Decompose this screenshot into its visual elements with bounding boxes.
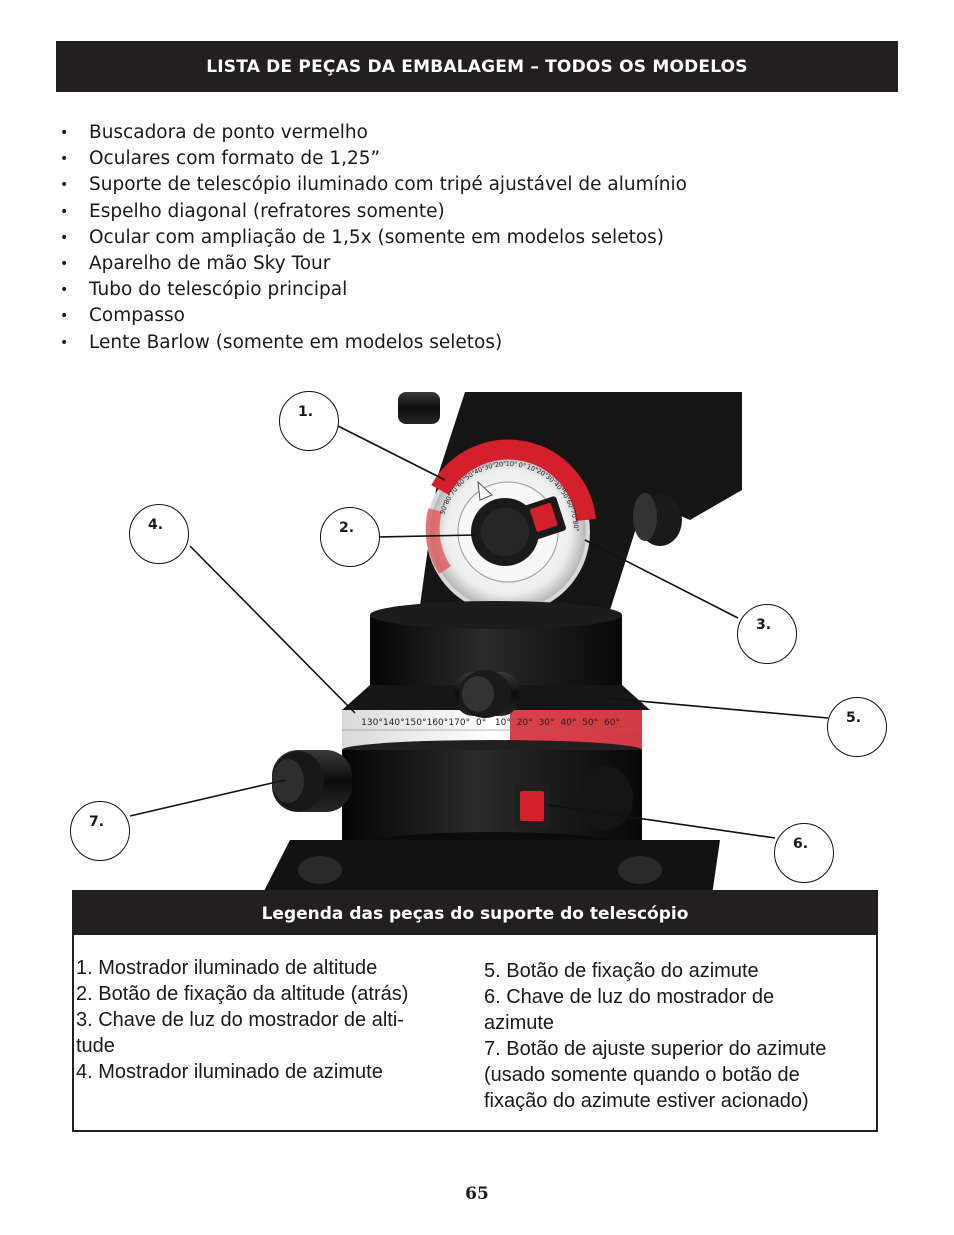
altitude-dial-label: 60°: [564, 498, 576, 512]
side-knob: [633, 493, 682, 546]
list-item-label: Ocular com ampliação de 1,5x (somente em…: [89, 226, 665, 248]
leader-lines: [129, 425, 829, 839]
list-item-label: Tubo do telescópio principal: [89, 279, 348, 301]
list-item: • Buscadora de ponto vermelho: [60, 120, 687, 146]
section-header: LISTA DE PEÇAS DA EMBALAGEM – TODOS OS M…: [56, 41, 898, 92]
telescope-mount-illustration: 130°140°150°160°170°0°10°20°30°40°50°60°…: [129, 392, 829, 895]
bullet: •: [60, 334, 69, 351]
bullet: •: [60, 308, 69, 325]
list-item-label: Lente Barlow (somente em modelos seletos…: [89, 331, 503, 353]
azimuth-dial-label: 10°: [495, 718, 511, 728]
altitude-dial-label: 80°: [571, 520, 580, 532]
list-item: • Ocular com ampliação de 1,5x (somente e…: [60, 225, 687, 251]
bullet: •: [60, 151, 69, 168]
legend-item: 2. Botão de fixação da altitude (atrás): [76, 983, 409, 1005]
altitude-dial-label: 10°: [526, 463, 540, 475]
callout-3: 3.: [737, 604, 797, 664]
tripod-head: [262, 840, 720, 895]
callout-6: 6.: [774, 823, 834, 883]
list-item-label: Suporte de telescópio iluminado com trip…: [89, 174, 687, 196]
altitude-dial-label: 90°: [438, 502, 449, 516]
section-title: LISTA DE PEÇAS DA EMBALAGEM – TODOS OS M…: [206, 56, 748, 77]
azimuth-dial-label: 170°: [448, 718, 470, 728]
list-item: • Tubo do telescópio principal: [60, 277, 687, 303]
azimuth-lock-knob: [455, 670, 519, 718]
azimuth-dial-label: 30°: [539, 718, 555, 728]
page-number: 65: [465, 1184, 489, 1204]
legend-item: 4. Mostrador iluminado de azimute: [76, 1061, 383, 1083]
legend-item: 1. Mostrador iluminado de altitude: [76, 957, 378, 979]
legend-right-column: 5. Botão de fixação do azimute 6. Chave …: [484, 958, 874, 1114]
altitude-dial: [425, 439, 596, 614]
altitude-dial-label: 70°: [569, 509, 580, 522]
bullet: •: [60, 255, 69, 272]
mount-figure: 130°140°150°160°170°0°10°20°30°40°50°60°…: [0, 380, 954, 895]
bullet: •: [60, 229, 69, 246]
parts-legend: Legenda das peças do suporte do telescóp…: [72, 890, 878, 1132]
list-item-label: Aparelho de mão Sky Tour: [89, 252, 331, 274]
azimuth-dial-label: 150°: [405, 718, 427, 728]
azimuth-dial-label: 20°: [517, 718, 533, 728]
list-item: • Compasso: [60, 303, 687, 329]
callout-7: 7.: [70, 801, 130, 861]
legend-item: 6. Chave de luz do mostrador de azimute: [484, 986, 775, 1034]
bullet: •: [60, 203, 69, 220]
list-item: • Lente Barlow (somente em modelos seleto…: [60, 330, 687, 356]
list-item-label: Buscadora de ponto vermelho: [89, 122, 368, 143]
parts-list: • Buscadora de ponto vermelho • Oculares c…: [60, 120, 687, 356]
legend-left-column: 1. Mostrador iluminado de altitude 2. Bo…: [76, 955, 448, 1085]
bullet: •: [60, 125, 69, 141]
legend-item: 5. Botão de fixação do azimute: [484, 960, 759, 982]
list-item: • Aparelho de mão Sky Tour: [60, 251, 687, 277]
list-item: • Espelho diagonal (refratores somente): [60, 199, 687, 225]
top-knob: [398, 392, 440, 424]
list-item: • Suporte de telescópio iluminado com tri…: [60, 172, 687, 198]
altitude-light-switch: [524, 496, 566, 540]
list-item-label: Oculares com formato de 1,25”: [89, 148, 381, 170]
azimuth-dial-label: 160°: [427, 718, 449, 728]
azimuth-dial-label: 140°: [383, 718, 405, 728]
altitude-dial-label: 10°: [506, 460, 518, 469]
list-item-label: Espelho diagonal (refratores somente): [89, 200, 445, 222]
altitude-dial-label: 30°: [483, 461, 496, 472]
legend-item: 7. Botão de ajuste superior do azimute (…: [484, 1038, 827, 1112]
callout-2: 2.: [320, 507, 380, 567]
bullet: •: [60, 282, 69, 299]
azimuth-light-switch: [514, 766, 633, 830]
callout-4: 4.: [129, 504, 189, 564]
azimuth-dial-label: 40°: [560, 718, 576, 728]
azimuth-dial-label: 0°: [476, 718, 486, 728]
list-item: • Oculares com formato de 1,25”: [60, 146, 687, 172]
azimuth-dial-label: 60°: [604, 718, 620, 728]
list-item-label: Compasso: [89, 305, 185, 327]
bullet: •: [60, 177, 69, 194]
altitude-dial-label: 0°: [518, 461, 527, 470]
azimuth-adjust-knob: [272, 750, 352, 812]
azimuth-dial-label: 50°: [582, 718, 598, 728]
azimuth-dial-label: 130°: [361, 718, 383, 728]
callout-1: 1.: [279, 391, 339, 451]
altitude-dial-label: 20°: [495, 460, 507, 469]
legend-item: 3. Chave de luz do mostrador de alti- tu…: [76, 1009, 404, 1057]
legend-title: Legenda das peças do suporte do telescóp…: [74, 892, 876, 935]
callout-5: 5.: [827, 697, 887, 757]
